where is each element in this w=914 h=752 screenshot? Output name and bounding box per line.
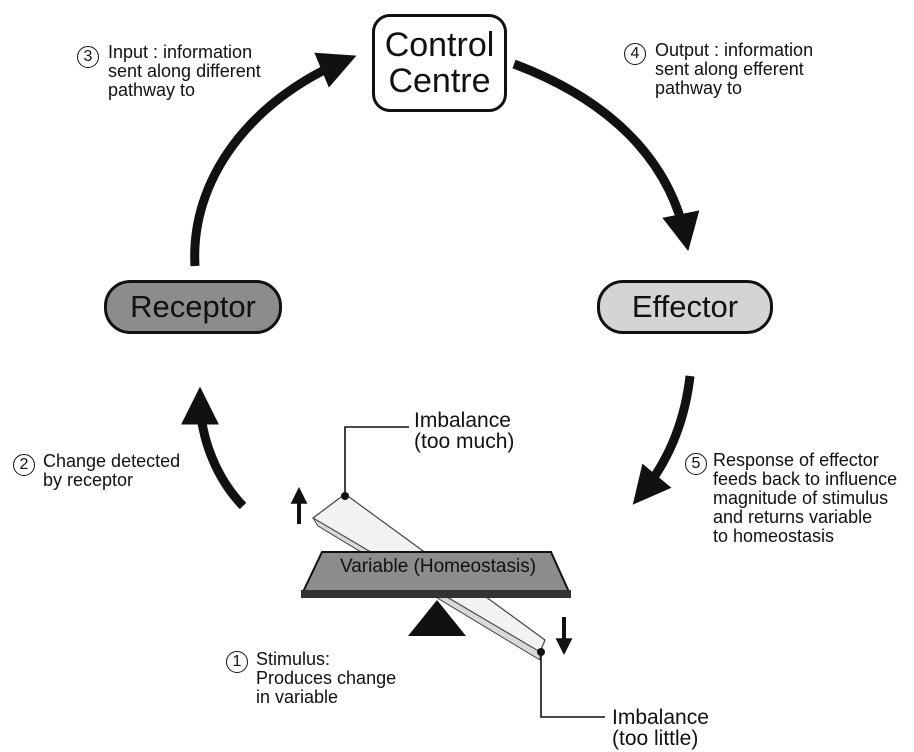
high-end-point [341,492,349,500]
arrow-stimulus-to-receptor [181,386,247,510]
step-4-badge: 4 [624,43,646,65]
imbalance-too-little-label: Imbalance (too little) [612,706,709,750]
arrow-effector-feedback [632,375,695,505]
step-2-text: Change detected by receptor [43,451,181,490]
variable-homeostasis-label: Variable (Homeostasis) [339,556,537,577]
leader-line-too-much [344,426,409,494]
effector-label: Effector [631,289,739,324]
control-centre-node: Control Centre [372,14,507,112]
step-5-text: Response of effector feeds back to influ… [713,450,898,546]
arrow-control-to-effector [512,59,700,252]
step-3-text: Input : information sent along different… [108,42,261,100]
effector-node: Effector [597,280,773,334]
control-centre-label: Control Centre [384,26,495,100]
leader-line-too-little [540,652,605,718]
fulcrum [408,600,466,636]
step-4-text: Output : information sent along efferent… [655,40,814,98]
arrow-receptor-to-control [190,52,357,267]
step-1-badge: 1 [226,651,248,673]
receptor-label: Receptor [130,289,256,324]
variable-plank-base [301,590,571,598]
step-1-text: Stimulus: Produces change in variable [256,649,397,707]
imbalance-too-much-label: Imbalance (too much) [414,409,515,453]
step-2-badge: 2 [13,454,35,476]
step-5-badge: 5 [685,453,707,475]
receptor-node: Receptor [104,280,282,334]
step-3-badge: 3 [77,46,99,68]
